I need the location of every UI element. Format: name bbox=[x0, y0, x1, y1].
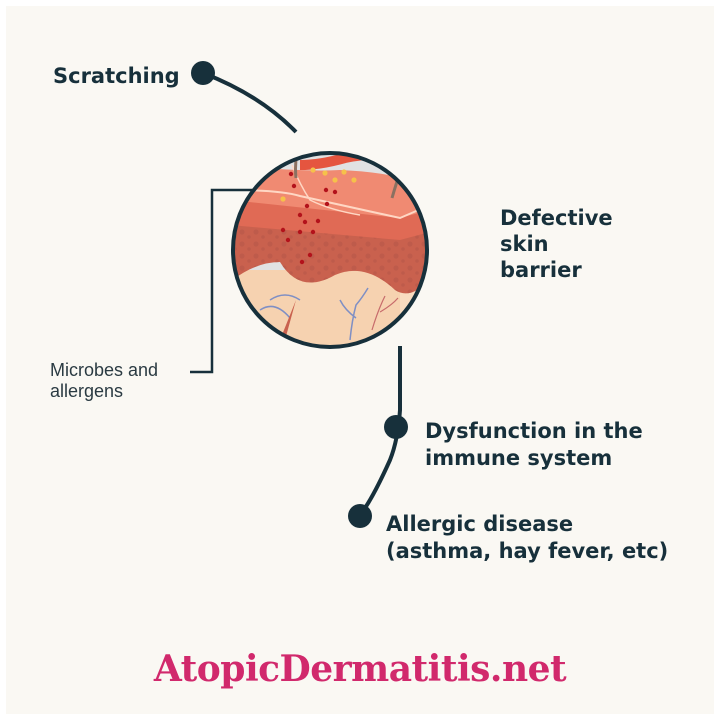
label-defective-skin-barrier: Defective skin barrier bbox=[500, 205, 613, 283]
allergic-line-1: Allergic disease bbox=[386, 512, 574, 536]
label-scratching: Scratching bbox=[53, 64, 180, 89]
defective-line-3: barrier bbox=[500, 258, 582, 282]
skin-cross-section bbox=[233, 153, 427, 347]
scratching-node-icon bbox=[191, 61, 215, 85]
immune-line-1: Dysfunction in the bbox=[425, 419, 643, 443]
scratching-text: Scratching bbox=[53, 64, 180, 88]
allergic-node-icon bbox=[348, 504, 372, 528]
microbes-line-2: allergens bbox=[50, 381, 124, 401]
infographic-canvas bbox=[6, 6, 714, 714]
label-allergic-disease: Allergic disease (asthma, hay fever, etc… bbox=[386, 511, 668, 565]
microbes-line-1: Microbes and bbox=[50, 360, 159, 380]
brand-logo-text: AtopicDermatitis.net bbox=[153, 648, 567, 690]
label-immune-dysfunction: Dysfunction in the immune system bbox=[425, 418, 643, 472]
allergic-line-2: (asthma, hay fever, etc) bbox=[386, 539, 669, 563]
immune-node-icon bbox=[384, 415, 408, 439]
defective-line-1: Defective bbox=[500, 206, 613, 230]
label-microbes-allergens: Microbes and allergens bbox=[50, 360, 158, 402]
immune-line-2: immune system bbox=[425, 446, 613, 470]
defective-line-2: skin bbox=[500, 232, 549, 256]
magnifier-ring bbox=[231, 151, 429, 349]
